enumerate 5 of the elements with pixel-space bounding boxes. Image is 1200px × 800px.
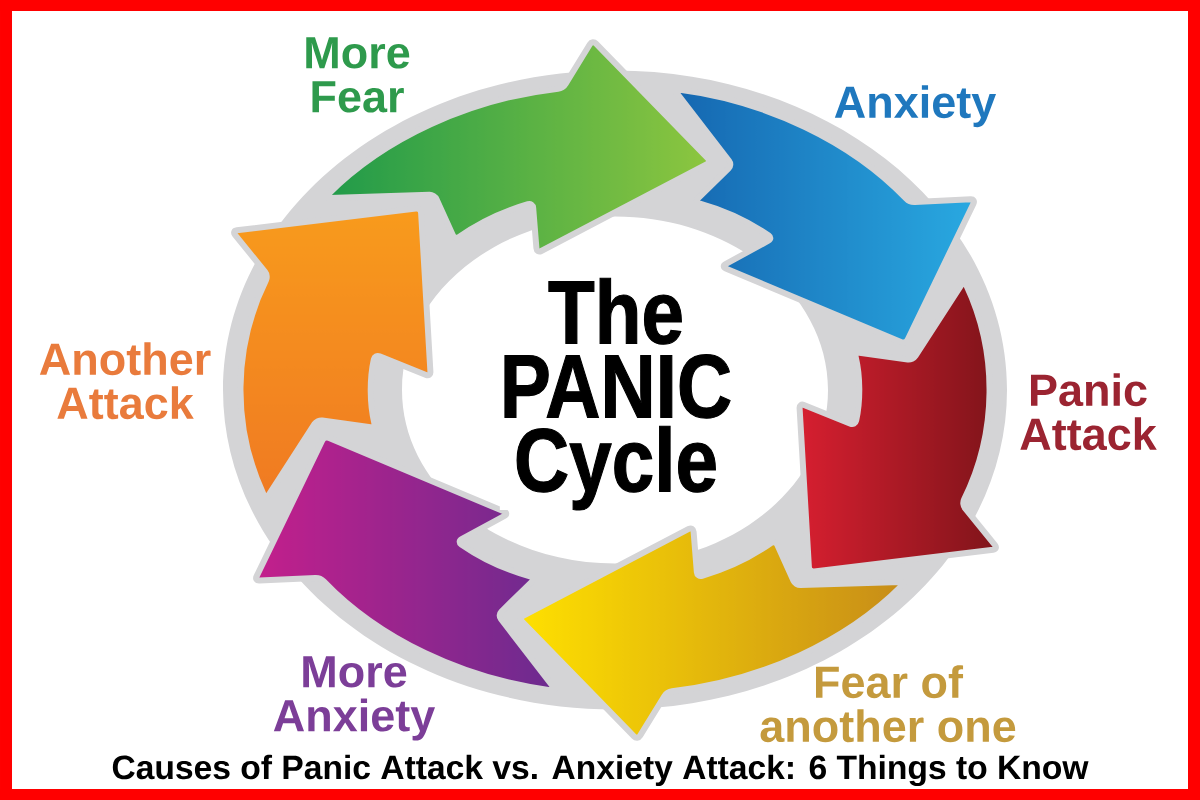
cycle-segment: Another Attack (39, 205, 434, 500)
node-label: Another Attack (39, 342, 211, 420)
node-label: Panic Attack (1020, 373, 1157, 451)
caption: Causes of Panic Attack vs. Anxiety Attack: 6 Things to Know (112, 754, 1089, 787)
node-label: Anxiety (273, 698, 436, 741)
